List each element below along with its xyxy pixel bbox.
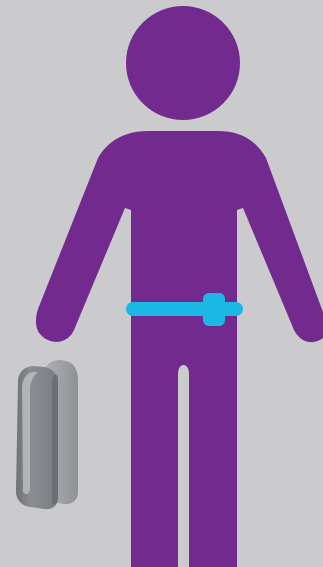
belt-strap: [126, 302, 243, 316]
device-shadow-edge: [52, 374, 58, 504]
belt-clip-device-icon: [16, 360, 78, 509]
person-body: [36, 131, 323, 567]
person-head: [126, 6, 240, 120]
person-figure-icon: [36, 6, 323, 567]
belt-buckle: [203, 293, 225, 326]
